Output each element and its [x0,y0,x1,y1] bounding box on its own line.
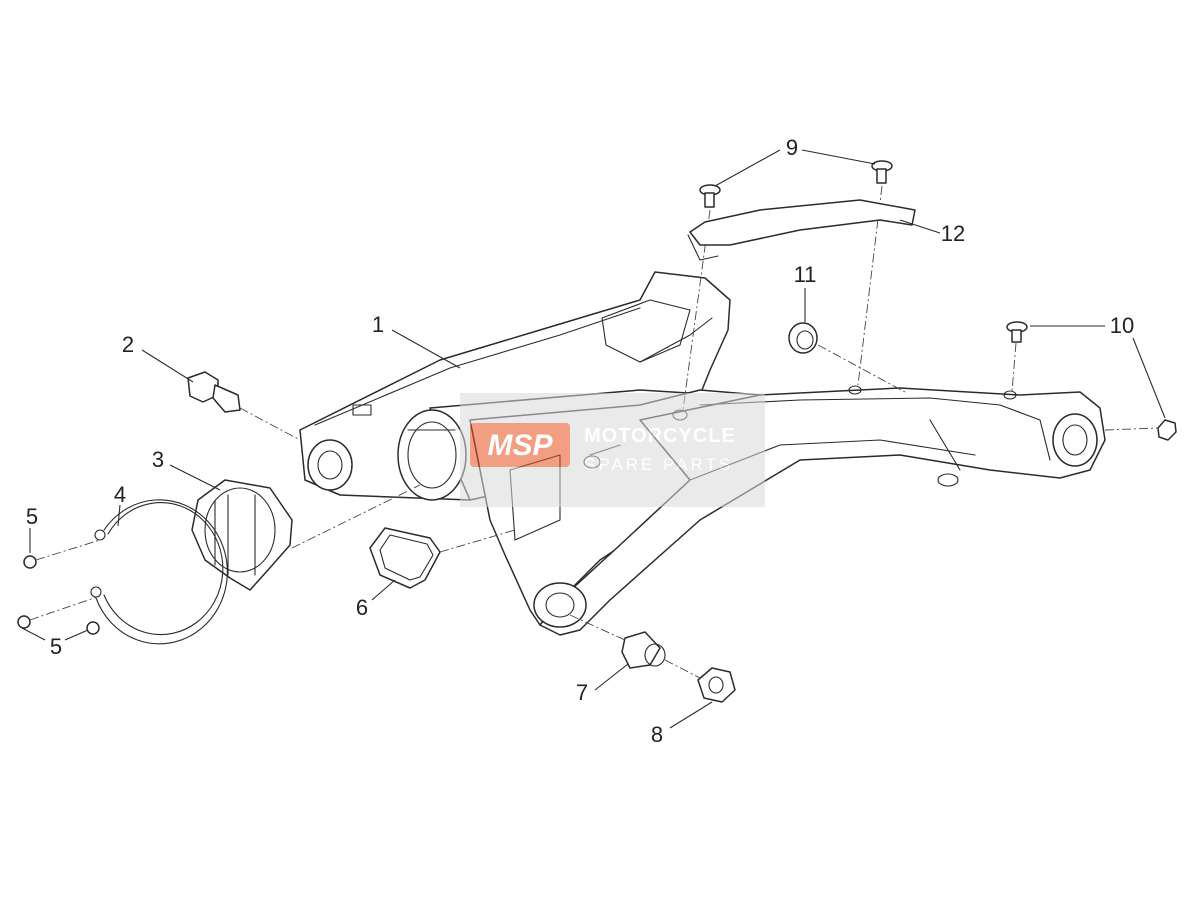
pivot-bolt [187,371,301,441]
watermark: MSP MOTORCYCLE SPARE PARTS [460,393,765,507]
callout-11: 11 [794,262,817,287]
watermark-line1: MOTORCYCLE [584,425,736,447]
bracket [687,199,916,261]
callout-10: 10 [1110,313,1134,338]
bolts-10 [1006,321,1177,441]
callout-6: 6 [356,595,368,620]
watermark-line2: SPARE PARTS [584,455,733,474]
callout-4: 4 [114,482,126,507]
drive-boot [191,479,421,591]
callout-8: 8 [651,722,663,747]
bolts-9 [682,160,893,411]
watermark-logo: MSP [487,429,553,462]
callouts: 1 2 3 4 5 5 6 7 8 9 10 11 12 [26,135,1134,747]
callout-12: 12 [941,221,965,246]
plug [788,322,906,393]
callout-5a: 5 [26,504,38,529]
callout-5b: 5 [50,634,62,659]
callout-3: 3 [152,447,164,472]
bush [569,614,666,669]
nut [664,659,736,703]
callout-9: 9 [786,135,798,160]
leader-lines [21,149,1166,729]
screws-5 [17,539,101,635]
callout-1: 1 [372,312,384,337]
rubber-seal [369,527,516,589]
watermark-logo-badge [470,423,570,467]
callout-2: 2 [122,332,134,357]
callout-7: 7 [576,680,588,705]
clamp-ring [90,499,228,645]
